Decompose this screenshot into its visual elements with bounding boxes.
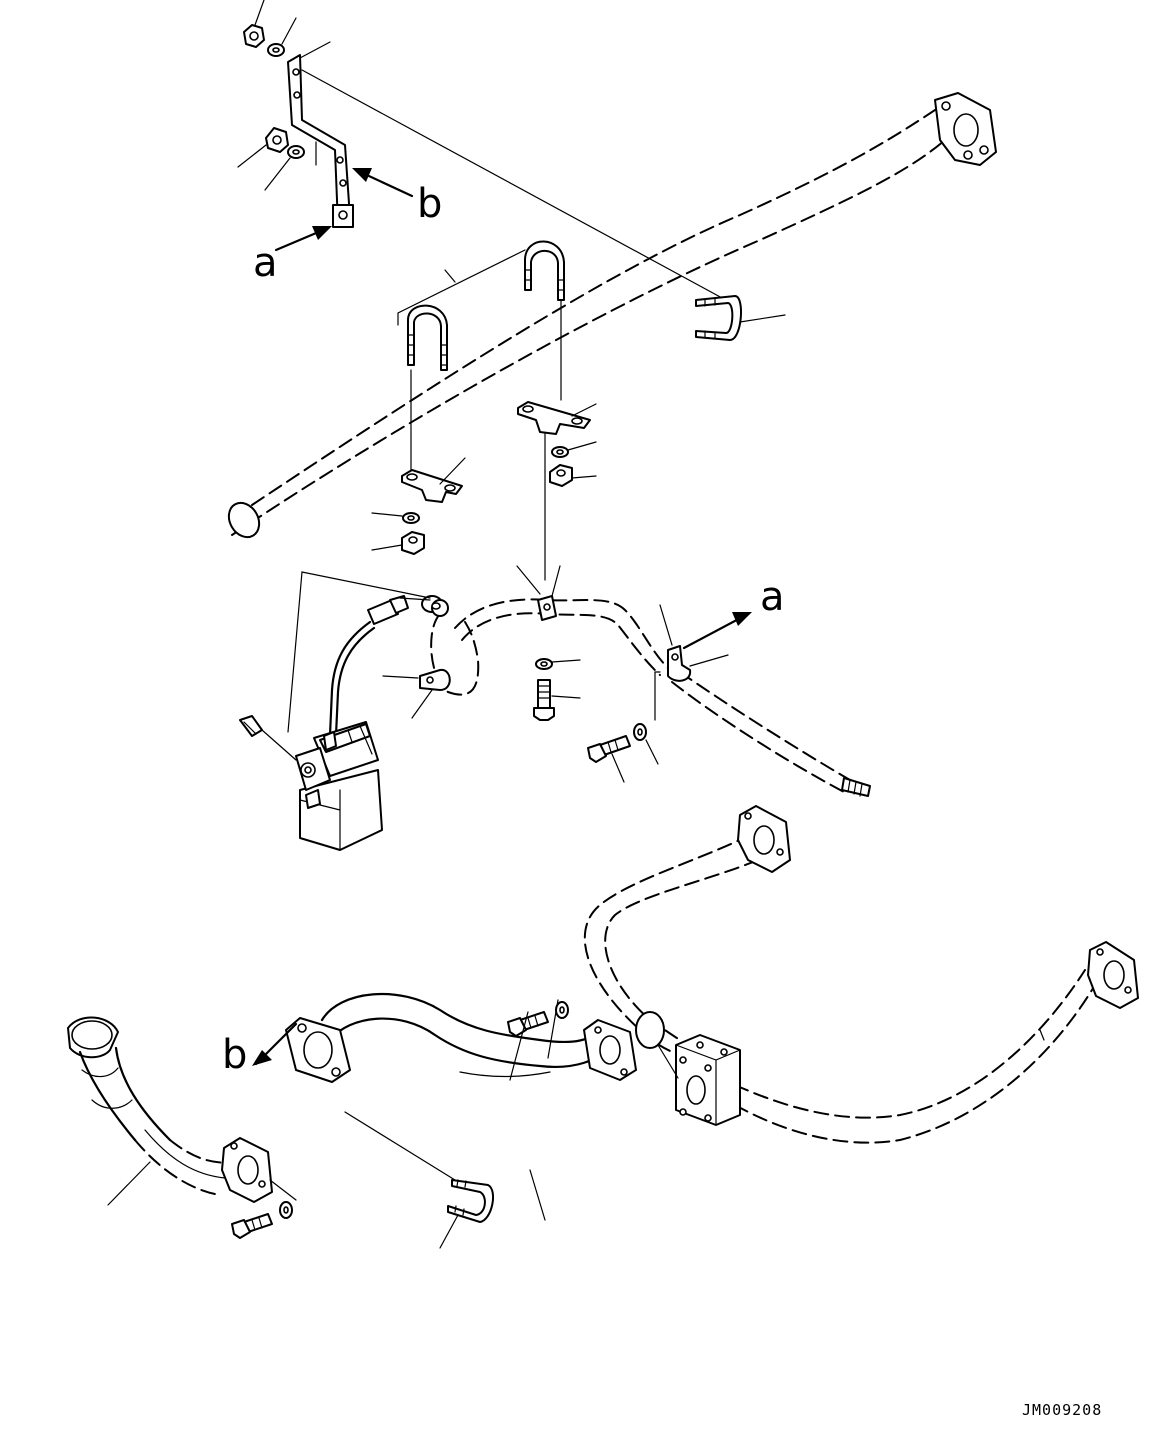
hose-clamp-center [516, 565, 561, 621]
mid-nut-left [237, 127, 289, 168]
lower-crossover-pipe [583, 805, 1139, 1144]
washer-right [551, 441, 597, 458]
top-washer [267, 17, 297, 57]
plate-left [401, 457, 466, 503]
bolt-hose-right [587, 735, 631, 783]
o-ring [635, 1011, 679, 1079]
washer-center [535, 658, 581, 670]
nut-right [549, 464, 597, 487]
u-bolt-lower [439, 1179, 495, 1249]
washer-left [371, 512, 420, 524]
arrow-b-lower [252, 1022, 298, 1066]
s-pipe-flange-right [583, 1019, 637, 1081]
top-nut [243, 0, 265, 48]
sensor-leader [287, 571, 431, 733]
top-bracket [287, 41, 736, 306]
label-a-right: a [760, 574, 785, 620]
fitting-valve-left [239, 715, 297, 761]
washer-s-pipe [547, 999, 569, 1059]
bolt-center [533, 679, 581, 721]
hose-end-fitting [841, 777, 871, 797]
nut-left [371, 531, 425, 555]
crossover-flange-top [737, 805, 791, 873]
u-bolt-upper-right [695, 295, 786, 341]
label-b-lower: b [222, 1032, 247, 1078]
u-bolt-leader-box [397, 249, 526, 326]
washer-elbow [279, 1201, 293, 1219]
arrow-a-upper [274, 226, 332, 252]
bolt-s-pipe [507, 1011, 549, 1081]
guide-line-right [544, 299, 562, 581]
label-a-upper: a [253, 240, 278, 286]
pipe-nipple [1039, 1029, 1045, 1041]
crossover-junction-block [675, 1034, 741, 1126]
upper-long-pipe [227, 92, 997, 539]
arrow-a-right [682, 612, 752, 650]
u-bolt-left [407, 304, 448, 371]
crossover-flange-right [1087, 941, 1139, 1009]
lower-s-pipe [285, 992, 637, 1221]
label-b-upper: b [417, 181, 442, 227]
lower-left-elbow [67, 1016, 297, 1206]
mid-washer-left [264, 145, 305, 191]
hose-clamp-left [382, 668, 451, 719]
hose-clamp-right [654, 604, 729, 721]
hose-fitting-top [421, 595, 449, 617]
s-pipe-flange-left [285, 1017, 351, 1083]
elbow-flange [221, 1137, 273, 1203]
valve-block [295, 721, 383, 851]
u-bolt-right [524, 240, 565, 301]
bolt-elbow [231, 1213, 273, 1239]
washer-hose-right [633, 723, 659, 765]
sensor-connector [328, 595, 431, 737]
drawing-code: JM009208 [1022, 1401, 1102, 1419]
plate-right [517, 401, 597, 435]
hose-assembly [421, 595, 871, 797]
ubolt-guide-line [344, 1111, 456, 1181]
arrow-b-upper [352, 168, 414, 198]
